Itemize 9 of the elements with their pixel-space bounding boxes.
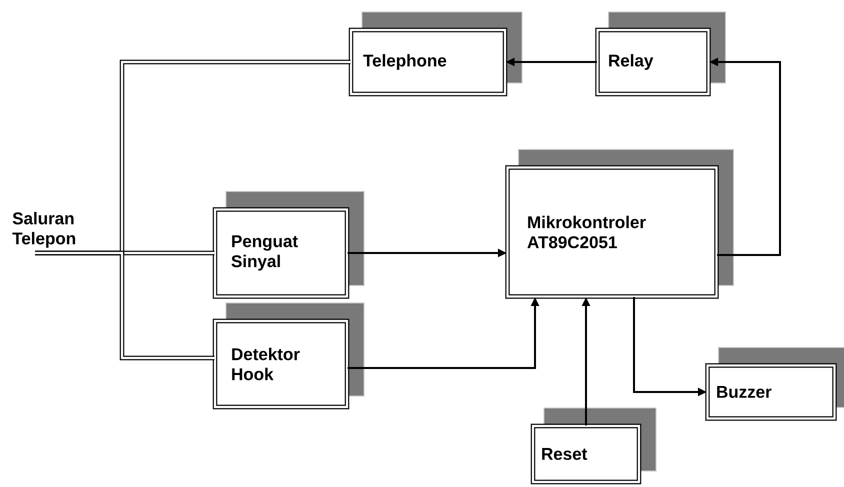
block-box: Detektor Hook (212, 302, 364, 410)
line-label: Saluran Telepon (12, 212, 76, 248)
block-box: Reset (530, 408, 656, 484)
block-box: Mikrokontroler AT89C2051 (505, 149, 734, 299)
block-box: Telephone (348, 12, 522, 96)
double-line (35, 250, 214, 360)
block-box: Penguat Sinyal (212, 191, 364, 299)
block-box: Relay (595, 12, 726, 96)
block-box: Buzzer (705, 347, 844, 421)
